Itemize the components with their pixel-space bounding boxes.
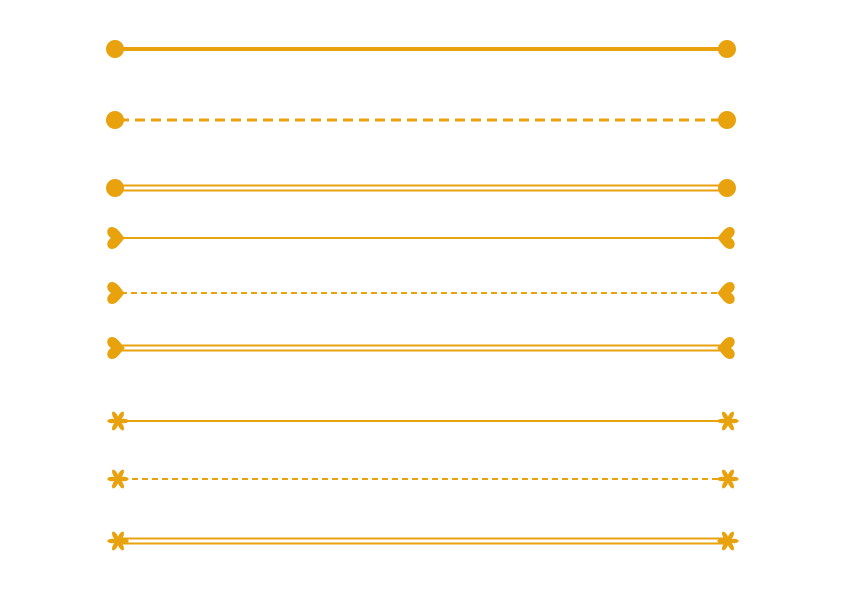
divider-heart-dashed — [107, 282, 735, 304]
heart-shape — [717, 282, 735, 304]
asterisk-petal — [117, 421, 125, 431]
asterisk-petal — [727, 541, 735, 551]
asterisk-petal — [721, 531, 729, 541]
asterisk-petal — [721, 479, 729, 489]
heart-icon — [107, 337, 125, 359]
dot-icon — [106, 111, 124, 129]
heart-shape — [107, 337, 125, 359]
heart-icon — [717, 227, 735, 249]
asterisk-icon — [717, 531, 739, 551]
divider-dot-solid-thick — [106, 40, 736, 58]
asterisk-center — [115, 538, 121, 544]
asterisk-petal — [728, 418, 739, 424]
asterisk-petal — [721, 411, 729, 421]
divider-dot-double — [106, 179, 736, 197]
asterisk-petal — [111, 421, 119, 431]
dot-icon — [718, 179, 736, 197]
asterisk-center — [115, 418, 121, 424]
asterisk-petal — [717, 538, 728, 544]
asterisk-petal — [118, 418, 129, 424]
asterisk-petal — [717, 476, 728, 482]
asterisk-icon — [717, 411, 739, 431]
asterisk-petal — [727, 421, 735, 431]
dot-icon — [106, 179, 124, 197]
asterisk-petal — [728, 476, 739, 482]
asterisk-icon — [717, 469, 739, 489]
asterisk-petal — [721, 421, 729, 431]
asterisk-petal — [111, 479, 119, 489]
asterisk-petal — [111, 411, 119, 421]
asterisk-petal — [728, 538, 739, 544]
asterisk-icon — [107, 531, 129, 551]
asterisk-center — [725, 538, 731, 544]
asterisk-petal — [107, 418, 118, 424]
asterisk-petal — [727, 531, 735, 541]
asterisk-petal — [727, 479, 735, 489]
heart-icon — [717, 337, 735, 359]
asterisk-petal — [117, 531, 125, 541]
asterisk-petal — [727, 469, 735, 479]
heart-shape — [107, 282, 125, 304]
divider-heart-double — [107, 337, 735, 359]
heart-icon — [107, 227, 125, 249]
asterisk-icon — [107, 469, 129, 489]
asterisk-petal — [107, 538, 118, 544]
heart-shape — [717, 337, 735, 359]
asterisk-center — [115, 476, 121, 482]
heart-icon — [107, 282, 125, 304]
asterisk-petal — [111, 531, 119, 541]
asterisk-center — [725, 476, 731, 482]
asterisk-icon — [107, 411, 129, 431]
asterisk-petal — [111, 469, 119, 479]
asterisk-petal — [107, 476, 118, 482]
divider-heart-solid — [107, 227, 735, 249]
dot-icon — [106, 40, 124, 58]
heart-icon — [717, 282, 735, 304]
asterisk-petal — [727, 411, 735, 421]
divider-dot-dashed-thick — [106, 111, 736, 129]
divider-asterisk-double — [107, 531, 739, 551]
asterisk-petal — [117, 411, 125, 421]
divider-asterisk-solid — [107, 411, 739, 431]
asterisk-center — [725, 418, 731, 424]
dot-icon — [718, 40, 736, 58]
heart-shape — [717, 227, 735, 249]
asterisk-petal — [118, 538, 129, 544]
asterisk-petal — [118, 476, 129, 482]
asterisk-petal — [721, 469, 729, 479]
asterisk-petal — [117, 479, 125, 489]
heart-shape — [107, 227, 125, 249]
divider-asterisk-dashed — [107, 469, 739, 489]
asterisk-petal — [717, 418, 728, 424]
asterisk-petal — [117, 469, 125, 479]
asterisk-petal — [721, 541, 729, 551]
asterisk-petal — [111, 541, 119, 551]
dot-icon — [718, 111, 736, 129]
asterisk-petal — [117, 541, 125, 551]
